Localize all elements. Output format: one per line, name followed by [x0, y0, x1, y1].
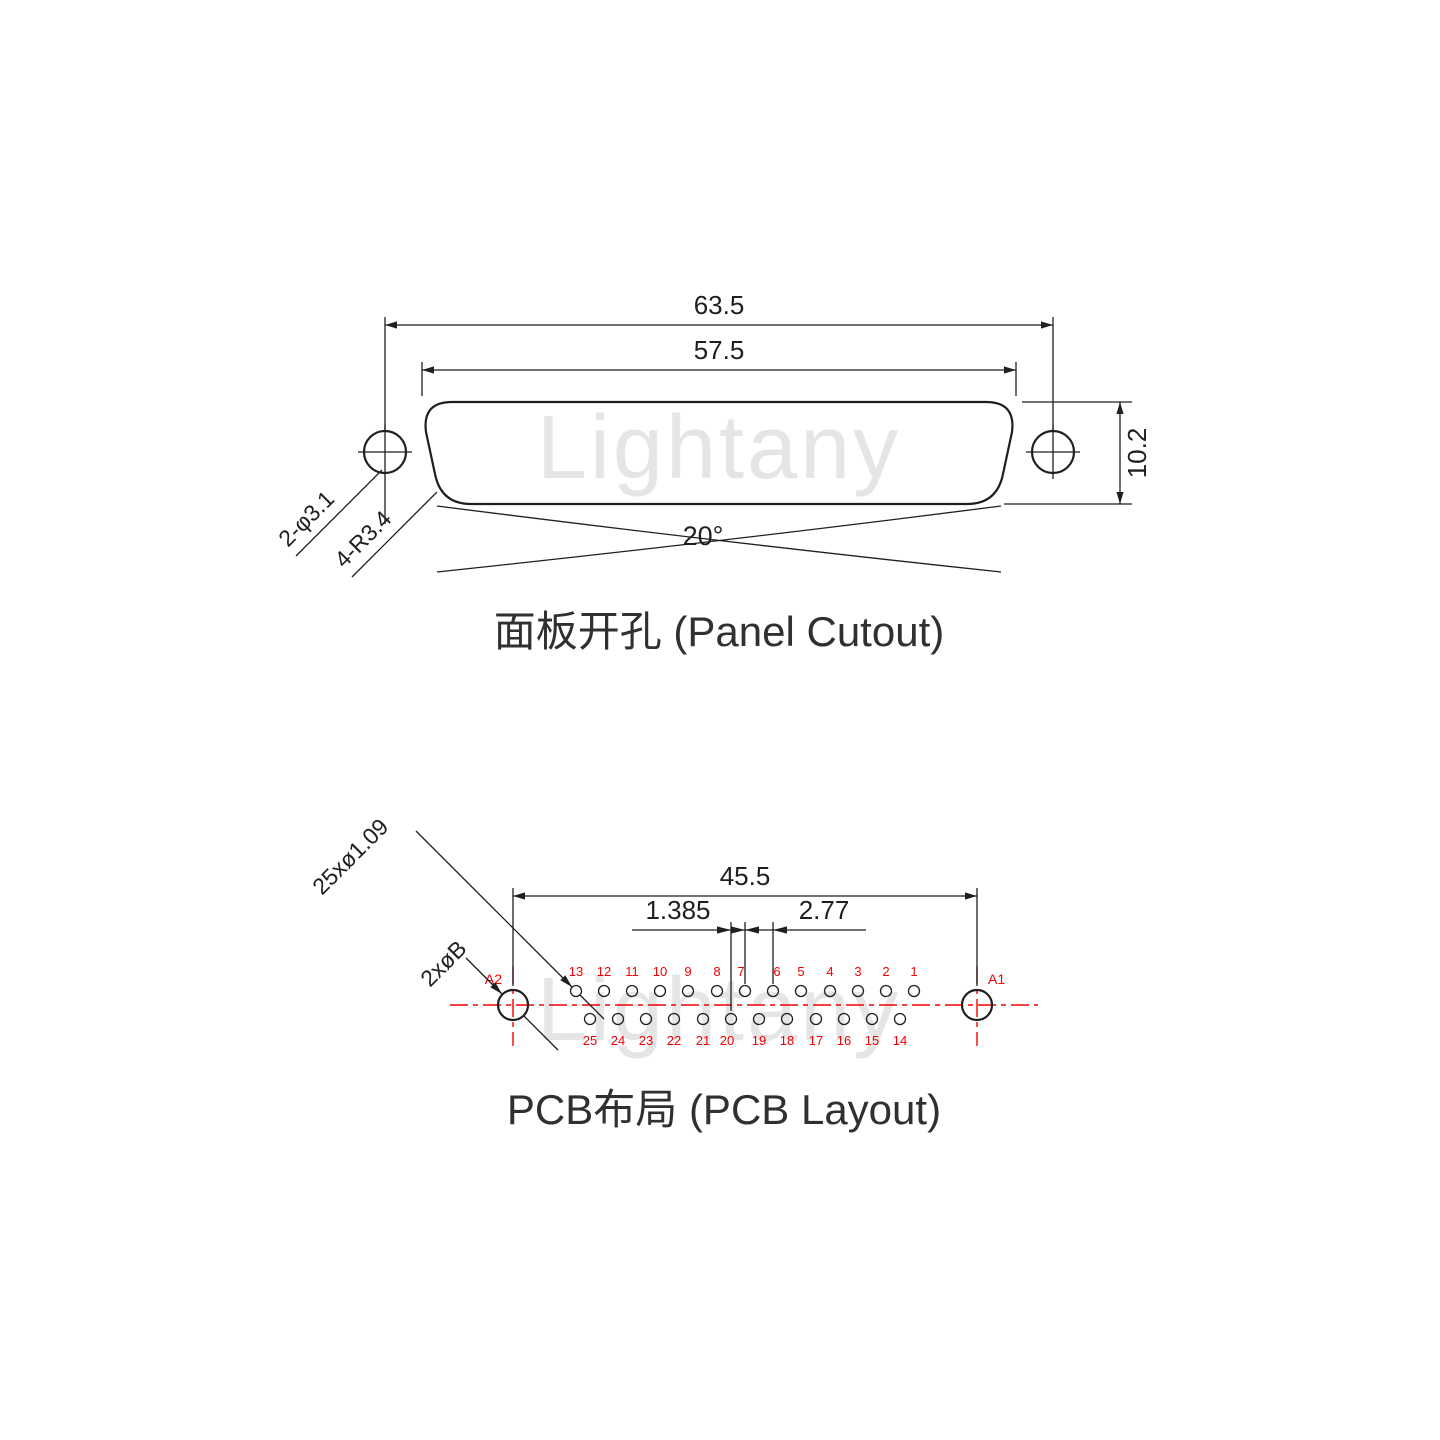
pin-hole: [766, 984, 780, 998]
dimension-value: 45.5: [720, 861, 771, 891]
dimension-value: 1.385: [645, 895, 710, 925]
pin-hole: [597, 984, 611, 998]
pin-number: 5: [797, 964, 804, 979]
pin-hole: [681, 984, 695, 998]
dimension-cutout-height: 10.2: [1116, 402, 1152, 504]
watermarks: Lightany Lightany: [537, 398, 901, 1060]
dimension-value: 63.5: [694, 290, 745, 320]
pin-number: 8: [713, 964, 720, 979]
callout-corner-radius: 4-R3.4: [329, 491, 438, 578]
pin-number: 10: [653, 964, 667, 979]
pin-numbers-bottom: 25 24 23 22 21 20 19 18 17 16 15 14: [583, 1033, 907, 1048]
dimension-overall-width: 63.5: [385, 290, 1053, 329]
arrowhead: [717, 926, 731, 934]
pin-number: 15: [865, 1033, 879, 1048]
pin-hole: [611, 1012, 625, 1026]
label-a2: A2: [485, 971, 502, 987]
pin-hole: [865, 1012, 879, 1026]
angle-value: 20°: [683, 521, 724, 551]
pin-hole: [809, 1012, 823, 1026]
pin-hole: [710, 984, 724, 998]
pin-hole: [583, 1012, 597, 1026]
pin-hole: [625, 984, 639, 998]
pin-number: 4: [826, 964, 833, 979]
pcb-layout-title: PCB布局 (PCB Layout): [507, 1086, 941, 1133]
arrowhead: [745, 926, 759, 934]
arrowhead: [490, 982, 502, 994]
pin-number: 14: [893, 1033, 907, 1048]
label-a1: A1: [988, 971, 1005, 987]
callout-text: 25xø1.09: [307, 813, 393, 899]
pin-hole: [653, 984, 667, 998]
watermark-text: Lightany: [537, 960, 901, 1060]
leader-line: [523, 1015, 559, 1051]
pin-number: 11: [625, 964, 639, 979]
dimension-value: 57.5: [694, 335, 745, 365]
pin-number: 17: [809, 1033, 823, 1048]
pin-number: 19: [752, 1033, 766, 1048]
pin-number: 1: [910, 964, 917, 979]
pin-number: 20: [720, 1033, 734, 1048]
dimension-cutout-width: 57.5: [422, 335, 1016, 374]
pin-hole: [837, 1012, 851, 1026]
pin-hole: [667, 1012, 681, 1026]
pin-number: 12: [597, 964, 611, 979]
arrowhead: [731, 926, 745, 934]
dimension-mount-span: 45.5: [512, 861, 978, 986]
pin-number: 2: [882, 964, 889, 979]
leader-line: [351, 491, 438, 578]
pin-number: 22: [667, 1033, 681, 1048]
mount-hole-a1: [960, 988, 994, 1022]
dimension-pitch: 1.385 2.77: [632, 895, 866, 1011]
pin-row-bottom: [583, 1012, 907, 1026]
pin-hole: [780, 1012, 794, 1026]
pin-number: 3: [854, 964, 861, 979]
cutout-outline: [424, 400, 1014, 506]
pin-hole: [879, 984, 893, 998]
pin-number: 23: [639, 1033, 653, 1048]
leader-line: [579, 994, 605, 1020]
pin-hole: [696, 1012, 710, 1026]
angle-annotation: 20°: [436, 505, 1002, 573]
pin-hole: [639, 1012, 653, 1026]
pin-number: 18: [780, 1033, 794, 1048]
pin-hole: [738, 984, 752, 998]
panel-cutout-title: 面板开孔 (Panel Cutout): [494, 608, 944, 655]
pin-hole: [851, 984, 865, 998]
arrowhead: [560, 975, 572, 987]
pin-hole: [823, 984, 837, 998]
pin-number: 6: [773, 964, 780, 979]
pin-hole: [907, 984, 921, 998]
pin-number: 7: [737, 964, 744, 979]
pin-hole: [893, 1012, 907, 1026]
callout-text: 2xøB: [415, 935, 471, 991]
pin-numbers-top: 13 12 11 10 9 8 7 6 5 4 3 2 1: [569, 964, 918, 979]
callout-text: 4-R3.4: [329, 505, 396, 572]
pin-hole: [569, 984, 583, 998]
mount-hole-a2: [496, 988, 530, 1022]
angle-line: [436, 505, 1002, 573]
pcb-layout-drawing: 45.5 1.385 2.77 A2 A1 25xø1.09: [307, 813, 1038, 1133]
pin-number: 25: [583, 1033, 597, 1048]
leader-line: [295, 469, 383, 557]
dimension-value: 2.77: [799, 895, 850, 925]
callout-text: 2-φ3.1: [273, 486, 339, 552]
pin-hole: [752, 1012, 766, 1026]
mount-hole-right: [1026, 425, 1080, 479]
pin-number: 9: [684, 964, 691, 979]
pin-number: 16: [837, 1033, 851, 1048]
pin-number: 21: [696, 1033, 710, 1048]
pin-row-top: [569, 984, 921, 998]
leader-line: [415, 830, 573, 988]
pin-hole: [724, 1012, 738, 1026]
pin-hole: [794, 984, 808, 998]
arrowhead: [773, 926, 787, 934]
pin-number: 24: [611, 1033, 625, 1048]
pin-number: 13: [569, 964, 583, 979]
mount-hole-left: [358, 425, 412, 524]
dimension-value: 10.2: [1122, 428, 1152, 479]
watermark-text: Lightany: [537, 398, 901, 498]
